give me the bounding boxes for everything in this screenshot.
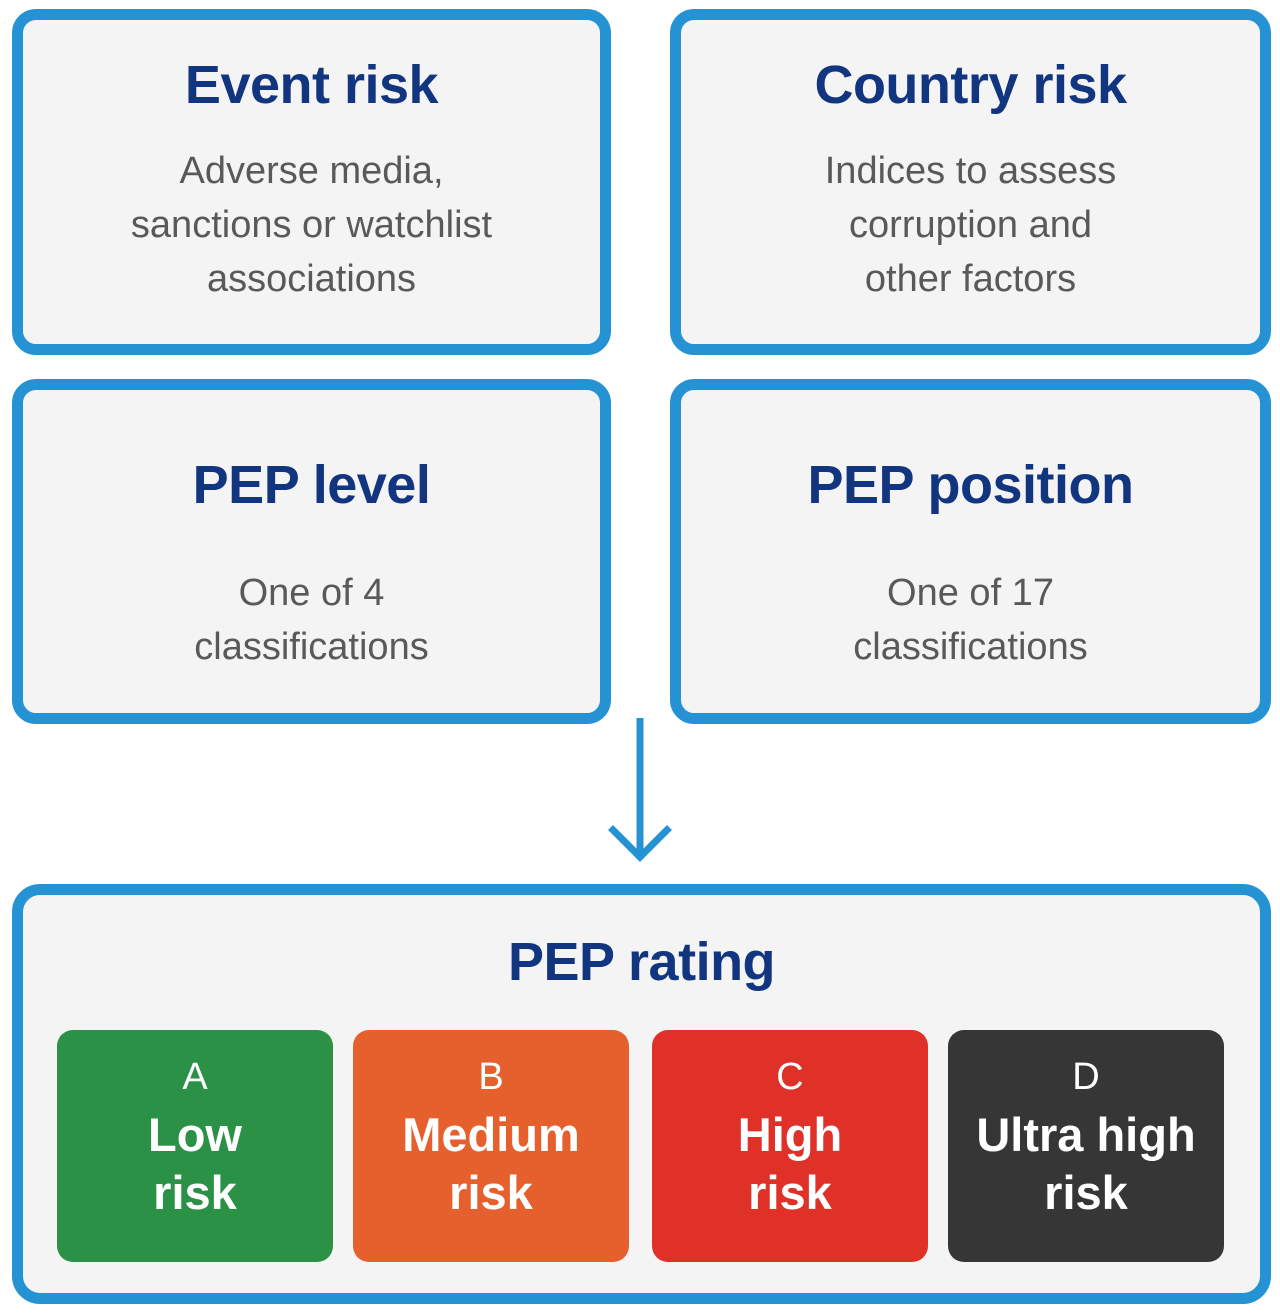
factor-description: Indices to assess corruption and other f… xyxy=(824,150,1117,300)
rating-label: Medium risk xyxy=(402,1108,580,1219)
rating-label: Ultra high risk xyxy=(976,1108,1196,1219)
arrow-down-icon xyxy=(608,718,672,862)
rating-card-high-risk: C High risk xyxy=(652,1030,928,1262)
factor-title: Event risk xyxy=(184,55,439,115)
factor-title: PEP level xyxy=(192,455,431,515)
factor-title: Country risk xyxy=(814,55,1127,115)
rating-card-low-risk: A Low risk xyxy=(57,1030,333,1262)
pep-rating-box: PEP rating A Low risk B Medium risk C Hi… xyxy=(12,884,1271,1304)
rating-label: Low risk xyxy=(148,1108,242,1219)
factor-box-country-risk: Country risk Indices to assess corruptio… xyxy=(670,9,1271,355)
rating-letter: B xyxy=(478,1056,504,1098)
rating-letter: A xyxy=(182,1056,208,1098)
rating-card-ultra-high-risk: D Ultra high risk xyxy=(948,1030,1224,1262)
rating-letter: C xyxy=(776,1056,804,1098)
factor-box-event-risk: Event risk Adverse media, sanctions or w… xyxy=(12,9,611,355)
rating-label: High risk xyxy=(737,1108,843,1219)
rating-card-medium-risk: B Medium risk xyxy=(353,1030,629,1262)
factor-description: One of 17 classifications xyxy=(853,572,1088,668)
factor-box-pep-position: PEP position One of 17 classifications xyxy=(670,379,1271,724)
factor-description: One of 4 classifications xyxy=(194,572,429,668)
factor-title: PEP position xyxy=(807,455,1134,515)
rating-title: PEP rating xyxy=(507,932,776,992)
factor-description: Adverse media, sanctions or watchlist as… xyxy=(130,150,493,300)
rating-letter: D xyxy=(1072,1056,1100,1098)
factor-box-pep-level: PEP level One of 4 classifications xyxy=(12,379,611,724)
